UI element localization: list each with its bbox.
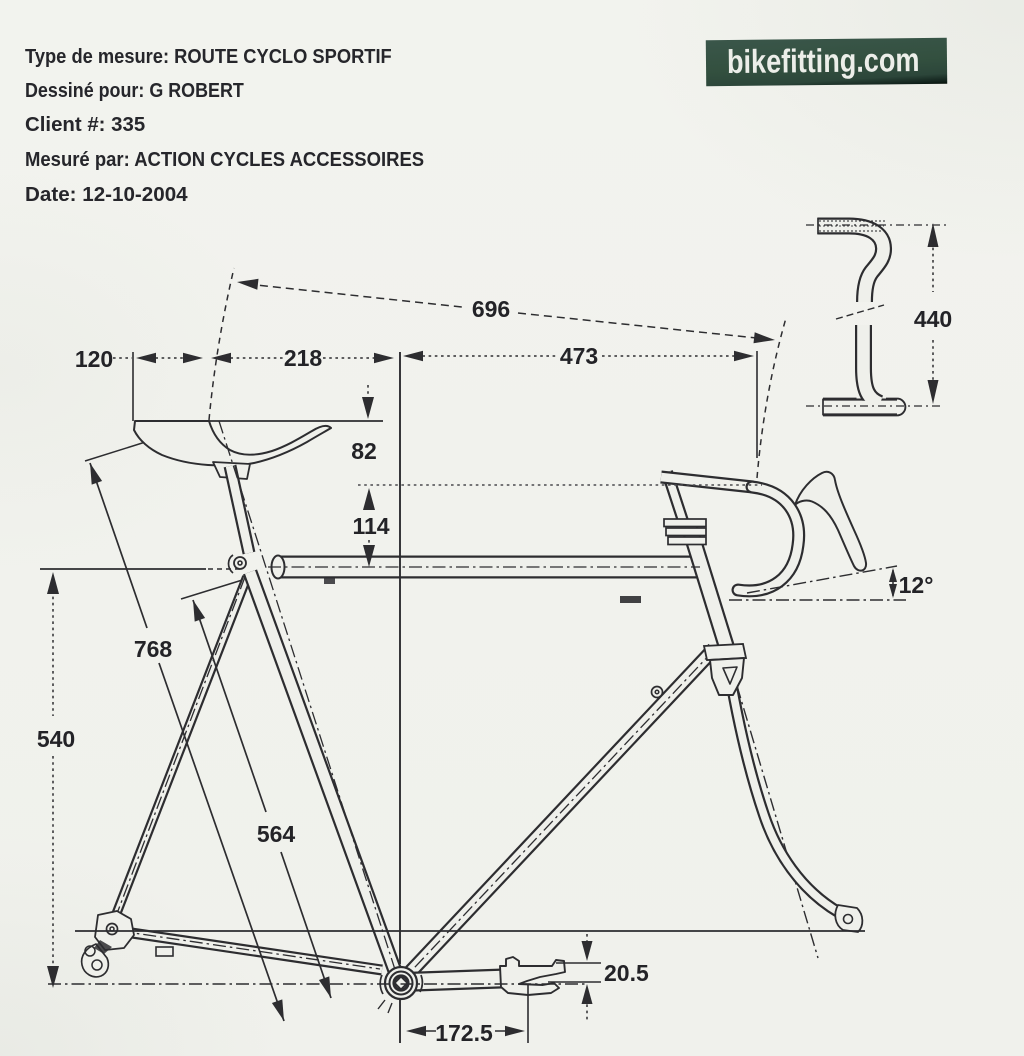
- svg-text:82: 82: [351, 438, 377, 464]
- svg-text:696: 696: [472, 296, 510, 322]
- svg-text:218: 218: [284, 345, 323, 371]
- svg-text:172.5: 172.5: [435, 1020, 493, 1046]
- svg-text:564: 564: [257, 821, 296, 847]
- svg-text:120: 120: [75, 346, 113, 372]
- svg-text:12°: 12°: [899, 572, 934, 598]
- svg-text:114: 114: [352, 513, 389, 539]
- svg-text:540: 540: [37, 726, 75, 752]
- svg-text:768: 768: [134, 636, 173, 662]
- svg-text:440: 440: [914, 306, 952, 332]
- svg-text:473: 473: [560, 343, 598, 369]
- svg-text:20.5: 20.5: [604, 960, 649, 986]
